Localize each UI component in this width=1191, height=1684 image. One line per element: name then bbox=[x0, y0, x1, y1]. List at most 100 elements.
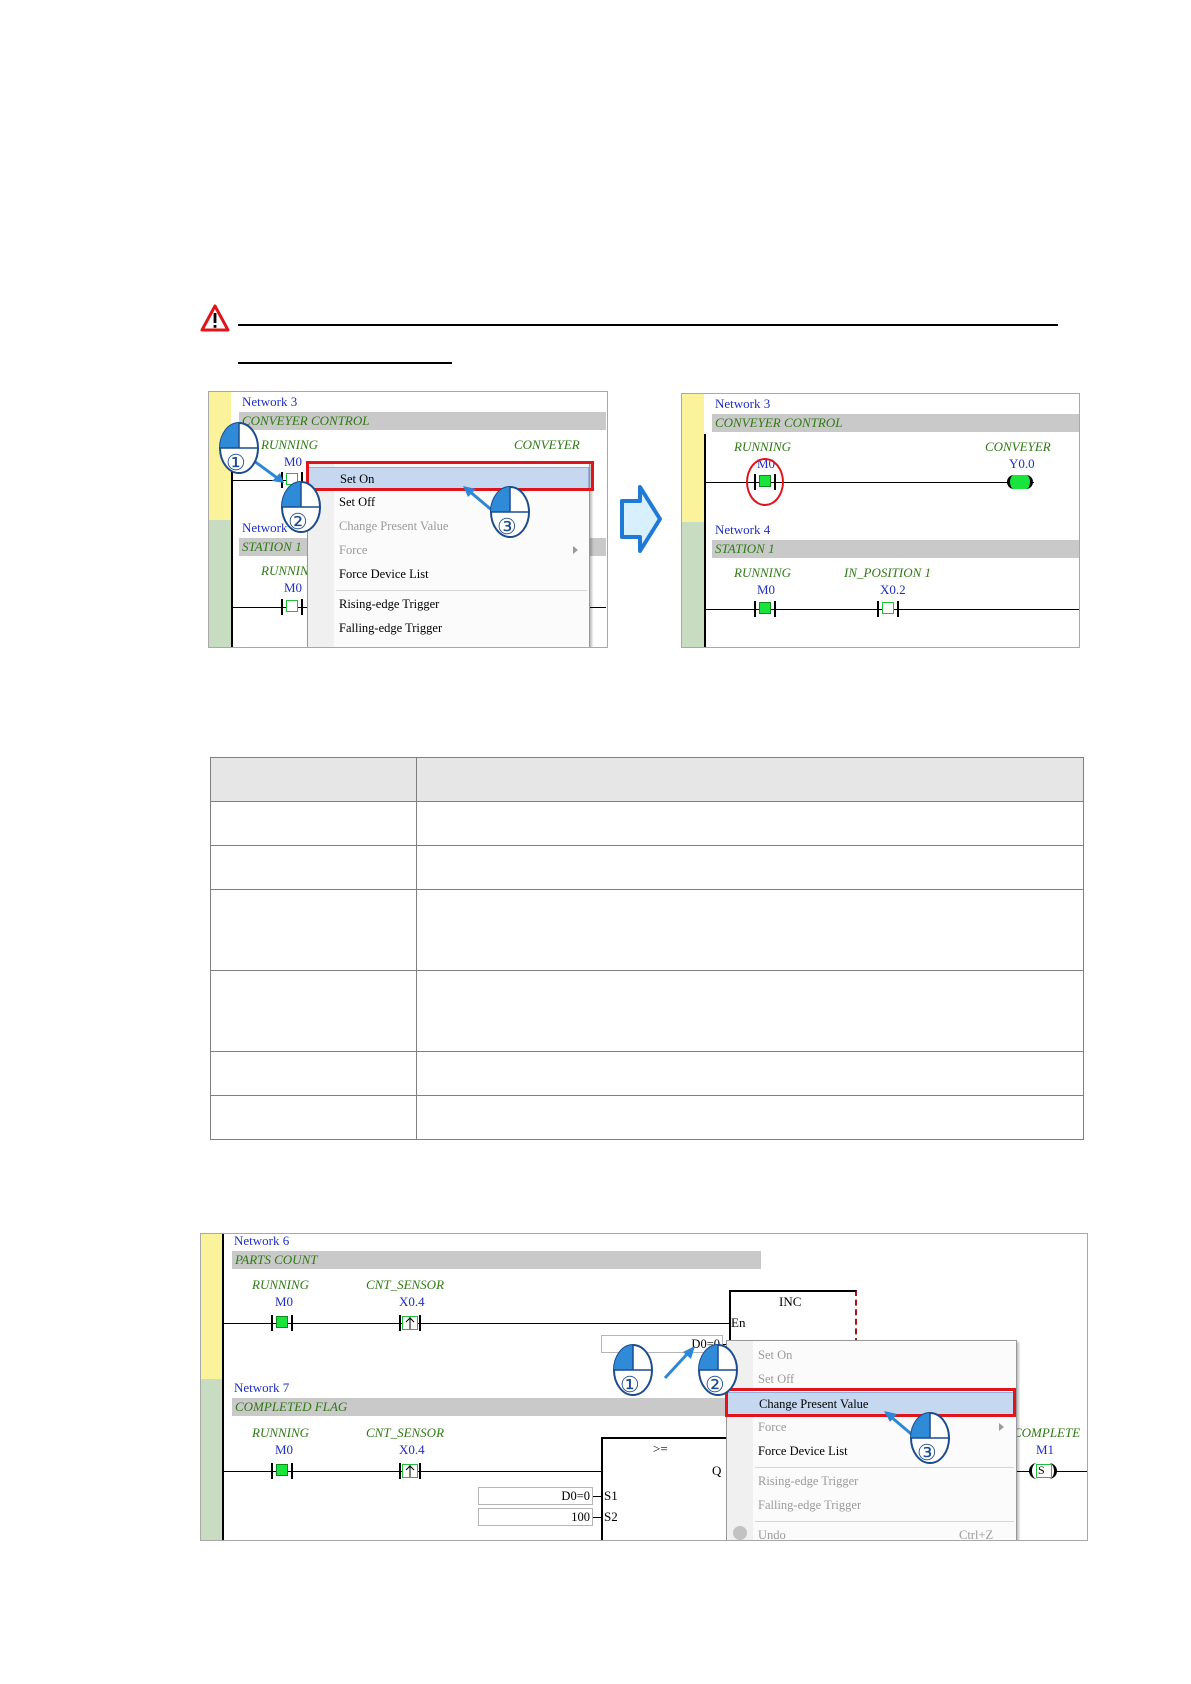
step-number-3b: ③ bbox=[917, 1440, 937, 1465]
m0-contact-2-on[interactable] bbox=[754, 601, 776, 617]
table-cell bbox=[210, 1051, 417, 1096]
m0-contact-on[interactable] bbox=[271, 1315, 293, 1331]
context-menu: Set On Set Off Change Present Value Forc… bbox=[726, 1340, 1017, 1541]
y00-device: Y0.0 bbox=[1009, 456, 1035, 471]
conveyer-tag: CONVEYER bbox=[514, 437, 580, 452]
inc-label: INC bbox=[779, 1294, 802, 1309]
menu-item-falling-edge[interactable]: Falling-edge Trigger bbox=[758, 1498, 862, 1512]
network4-comment-band: STATION 1 bbox=[712, 540, 1079, 558]
cnt-sensor-tag: CNT_SENSOR bbox=[366, 1277, 445, 1292]
ladder-panel-after: Network 3 CONVEYER CONTROL RUNNING M0 CO… bbox=[681, 393, 1080, 648]
s1-value-box[interactable]: D0=0 bbox=[478, 1487, 593, 1505]
warning-underline-1 bbox=[238, 324, 1058, 326]
complete-tag: COMPLETE bbox=[1013, 1425, 1081, 1440]
running-tag: RUNNING bbox=[734, 439, 792, 454]
undo-shortcut: Ctrl+Z bbox=[959, 1528, 994, 1541]
rung-wire-3 bbox=[704, 482, 1034, 483]
menu-item-change-present-value[interactable]: Change Present Value bbox=[339, 519, 449, 533]
menu-item-set-off[interactable]: Set Off bbox=[339, 495, 376, 509]
x04-device-2: X0.4 bbox=[399, 1442, 425, 1457]
en-label: En bbox=[731, 1315, 746, 1330]
network6-comment: PARTS COUNT bbox=[235, 1252, 318, 1267]
m1-set-coil: S bbox=[1029, 1463, 1057, 1479]
running-tag: RUNNING bbox=[252, 1277, 310, 1292]
x04-rising-contact-2[interactable] bbox=[399, 1463, 421, 1479]
undo-icon bbox=[733, 1526, 747, 1540]
left-power-rail bbox=[704, 434, 706, 647]
rung-bar-yellow bbox=[201, 1234, 222, 1379]
table-header-cell-1 bbox=[210, 757, 417, 802]
network7-comment-band: COMPLETED FLAG bbox=[232, 1398, 732, 1416]
running-tag-2: RUNNING bbox=[252, 1425, 310, 1440]
network3-comment-band: CONVEYER CONTROL bbox=[239, 412, 606, 430]
set-on-highlight-box bbox=[306, 461, 594, 491]
m0-device-2: M0 bbox=[284, 580, 303, 595]
change-present-value-highlight-box bbox=[725, 1388, 1016, 1417]
rung-bar-green bbox=[209, 520, 231, 647]
menu-item-undo[interactable]: Undo bbox=[758, 1528, 786, 1541]
table-cell bbox=[210, 801, 417, 846]
menu-item-force-device-list[interactable]: Force Device List bbox=[758, 1444, 848, 1458]
result-arrow-icon bbox=[620, 485, 662, 553]
step-number-1b: ① bbox=[620, 1372, 640, 1397]
submenu-arrow-icon bbox=[573, 546, 578, 554]
ladder-panel-change-value: Network 6 PARTS COUNT RUNNING M0 CNT_SEN… bbox=[200, 1233, 1088, 1541]
network6-title: Network 6 bbox=[234, 1233, 290, 1248]
ladder-panel-before: Network 3 CONVEYER CONTROL RUNNING M0 CO… bbox=[208, 391, 608, 648]
running-tag-2: RUNNING bbox=[734, 565, 792, 580]
menu-item-force[interactable]: Force bbox=[339, 543, 368, 557]
network4-comment: STATION 1 bbox=[242, 539, 302, 554]
running-tag: RUNNING bbox=[261, 437, 319, 452]
menu-item-set-on[interactable]: Set On bbox=[308, 467, 589, 491]
context-menu: Set On Set Off Change Present Value Forc… bbox=[307, 462, 590, 647]
step-arrow-3 bbox=[463, 486, 495, 514]
table-cell bbox=[210, 845, 417, 890]
m0-device: M0 bbox=[284, 454, 303, 469]
network4-title: Network 4 bbox=[715, 522, 771, 537]
coil-s-label: S bbox=[1038, 1463, 1045, 1477]
rung-bar-yellow bbox=[682, 394, 704, 522]
step-arrow-1b bbox=[663, 1346, 695, 1380]
step-number-2b: ② bbox=[705, 1372, 725, 1397]
m0-contact-2-on[interactable] bbox=[271, 1463, 293, 1479]
menu-item-set-on[interactable]: Set On bbox=[758, 1348, 793, 1362]
s1-label: S1 bbox=[604, 1488, 618, 1503]
x04-rising-contact[interactable] bbox=[399, 1315, 421, 1331]
network4-title: Network 4 bbox=[242, 520, 298, 535]
table-cell bbox=[416, 970, 1084, 1052]
network3-title: Network 3 bbox=[715, 396, 771, 411]
running-tag-2: RUNNIN bbox=[261, 563, 309, 578]
s2-label: S2 bbox=[604, 1509, 618, 1524]
menu-item-rising-edge[interactable]: Rising-edge Trigger bbox=[339, 597, 440, 611]
menu-item-set-off[interactable]: Set Off bbox=[758, 1372, 795, 1386]
network3-comment: CONVEYER CONTROL bbox=[715, 415, 843, 430]
m0-device-2: M0 bbox=[275, 1442, 294, 1457]
conveyer-tag: CONVEYER bbox=[985, 439, 1051, 454]
m0-device-2: M0 bbox=[757, 582, 776, 597]
m1-device: M1 bbox=[1036, 1442, 1055, 1457]
step-number-2: ② bbox=[288, 509, 308, 534]
rung-wire-3 bbox=[231, 480, 291, 481]
menu-item-rising-edge[interactable]: Rising-edge Trigger bbox=[758, 1474, 859, 1488]
table-header-cell-2 bbox=[416, 757, 1084, 802]
menu-item-force[interactable]: Force bbox=[758, 1420, 787, 1434]
m0-red-circle bbox=[746, 458, 784, 506]
network7-comment: COMPLETED FLAG bbox=[235, 1399, 348, 1414]
compare-function-block[interactable] bbox=[601, 1437, 729, 1540]
network6-comment-band: PARTS COUNT bbox=[232, 1251, 761, 1269]
menu-item-force-device-list[interactable]: Force Device List bbox=[339, 567, 429, 581]
network4-comment: STATION 1 bbox=[715, 541, 775, 556]
s2-value-box[interactable]: 100 bbox=[478, 1508, 593, 1526]
table-cell bbox=[416, 1051, 1084, 1096]
x02-contact[interactable] bbox=[877, 601, 899, 617]
table-cell bbox=[210, 970, 417, 1052]
y00-coil-on bbox=[1007, 475, 1033, 489]
menu-separator-2 bbox=[755, 1521, 1014, 1522]
table-cell bbox=[416, 845, 1084, 890]
step-number-3: ③ bbox=[497, 514, 517, 539]
left-power-rail bbox=[231, 434, 233, 647]
m0-device: M0 bbox=[275, 1294, 294, 1309]
menu-item-falling-edge[interactable]: Falling-edge Trigger bbox=[339, 621, 443, 635]
x02-device: X0.2 bbox=[880, 582, 906, 597]
m0-contact-2[interactable] bbox=[281, 599, 303, 615]
